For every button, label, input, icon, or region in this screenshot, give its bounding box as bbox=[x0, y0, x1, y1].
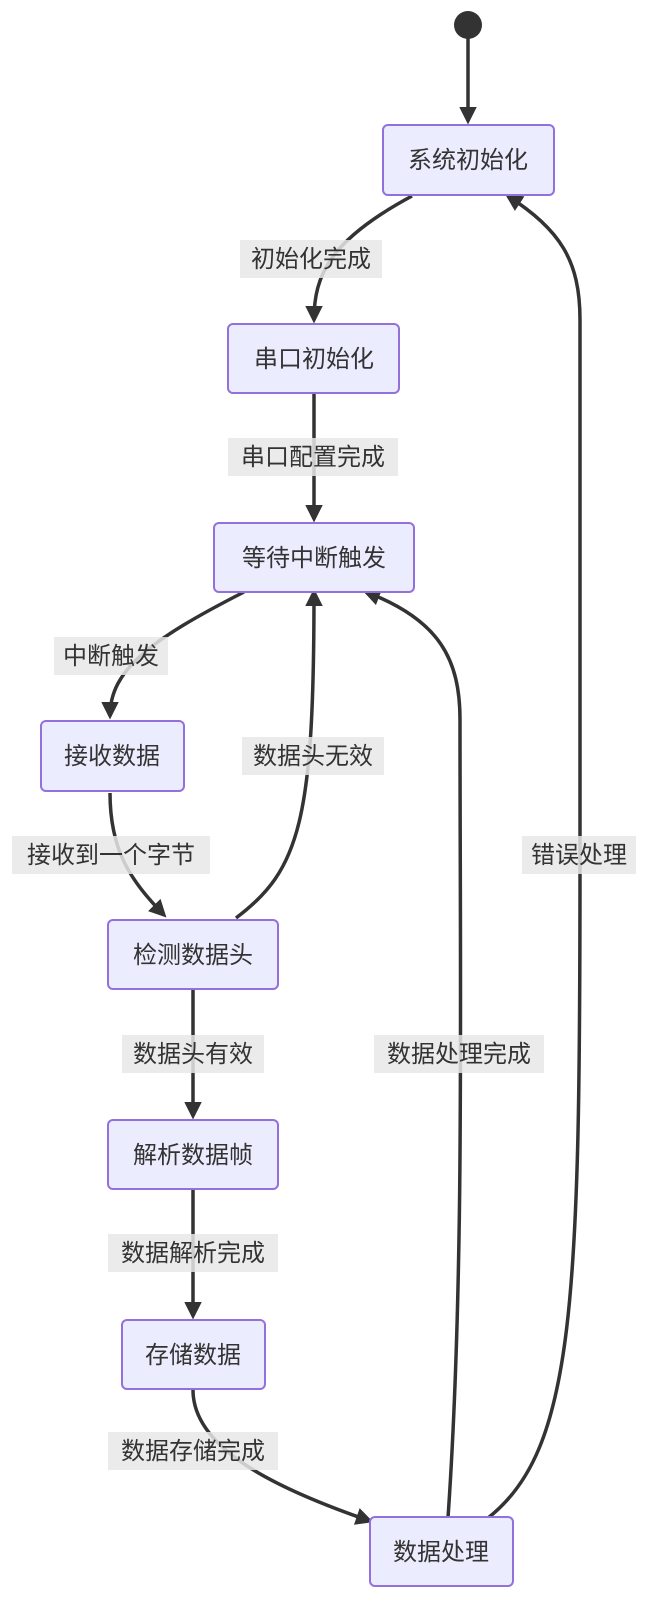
svg-text:初始化完成: 初始化完成 bbox=[251, 245, 371, 273]
edge-label-init-done: 初始化完成 bbox=[240, 240, 382, 278]
state-uart-init[interactable]: 串口初始化 bbox=[227, 323, 400, 394]
state-label: 解析数据帧 bbox=[133, 1141, 253, 1169]
svg-text:中断触发: 中断触发 bbox=[63, 642, 159, 670]
state-label: 接收数据 bbox=[64, 742, 160, 770]
state-label: 等待中断触发 bbox=[242, 544, 386, 572]
state-wait-irq[interactable]: 等待中断触发 bbox=[213, 522, 415, 593]
state-label: 系统初始化 bbox=[408, 146, 528, 174]
state-recv[interactable]: 接收数据 bbox=[40, 720, 185, 792]
svg-text:数据头无效: 数据头无效 bbox=[253, 742, 373, 770]
state-label: 检测数据头 bbox=[133, 941, 253, 969]
svg-text:错误处理: 错误处理 bbox=[531, 841, 627, 869]
svg-text:接收到一个字节: 接收到一个字节 bbox=[27, 841, 195, 869]
svg-text:数据头有效: 数据头有效 bbox=[133, 1040, 253, 1068]
svg-text:数据存储完成: 数据存储完成 bbox=[121, 1437, 265, 1465]
svg-text:数据解析完成: 数据解析完成 bbox=[121, 1239, 265, 1267]
edge-label-store-done: 数据存储完成 bbox=[108, 1432, 278, 1470]
edge-label-header-invalid: 数据头无效 bbox=[242, 737, 384, 775]
start-marker bbox=[454, 11, 482, 39]
state-label: 数据处理 bbox=[393, 1538, 489, 1566]
edge-label-byte-received: 接收到一个字节 bbox=[12, 836, 210, 874]
edge-label-header-valid: 数据头有效 bbox=[122, 1035, 264, 1073]
state-detect-header[interactable]: 检测数据头 bbox=[107, 919, 279, 990]
state-label: 存储数据 bbox=[145, 1341, 241, 1369]
state-sys-init[interactable]: 系统初始化 bbox=[382, 124, 555, 196]
svg-text:串口配置完成: 串口配置完成 bbox=[241, 443, 385, 471]
edge-label-parse-done: 数据解析完成 bbox=[108, 1234, 278, 1272]
svg-text:数据处理完成: 数据处理完成 bbox=[387, 1040, 531, 1068]
edge-label-error-handling: 错误处理 bbox=[522, 836, 636, 874]
edge-detect-header-to-wait-irq bbox=[234, 588, 323, 920]
edge-label-uart-config-done: 串口配置完成 bbox=[228, 438, 398, 476]
state-store[interactable]: 存储数据 bbox=[121, 1319, 266, 1390]
edge-label-process-done: 数据处理完成 bbox=[374, 1035, 544, 1073]
edge-process-to-sys-init bbox=[486, 194, 582, 1520]
state-parse-frame[interactable]: 解析数据帧 bbox=[107, 1119, 279, 1190]
edge-process-to-wait-irq bbox=[362, 588, 463, 1546]
edge-label-irq-triggered: 中断触发 bbox=[54, 637, 168, 675]
state-process[interactable]: 数据处理 bbox=[369, 1516, 514, 1587]
state-label: 串口初始化 bbox=[254, 345, 374, 373]
